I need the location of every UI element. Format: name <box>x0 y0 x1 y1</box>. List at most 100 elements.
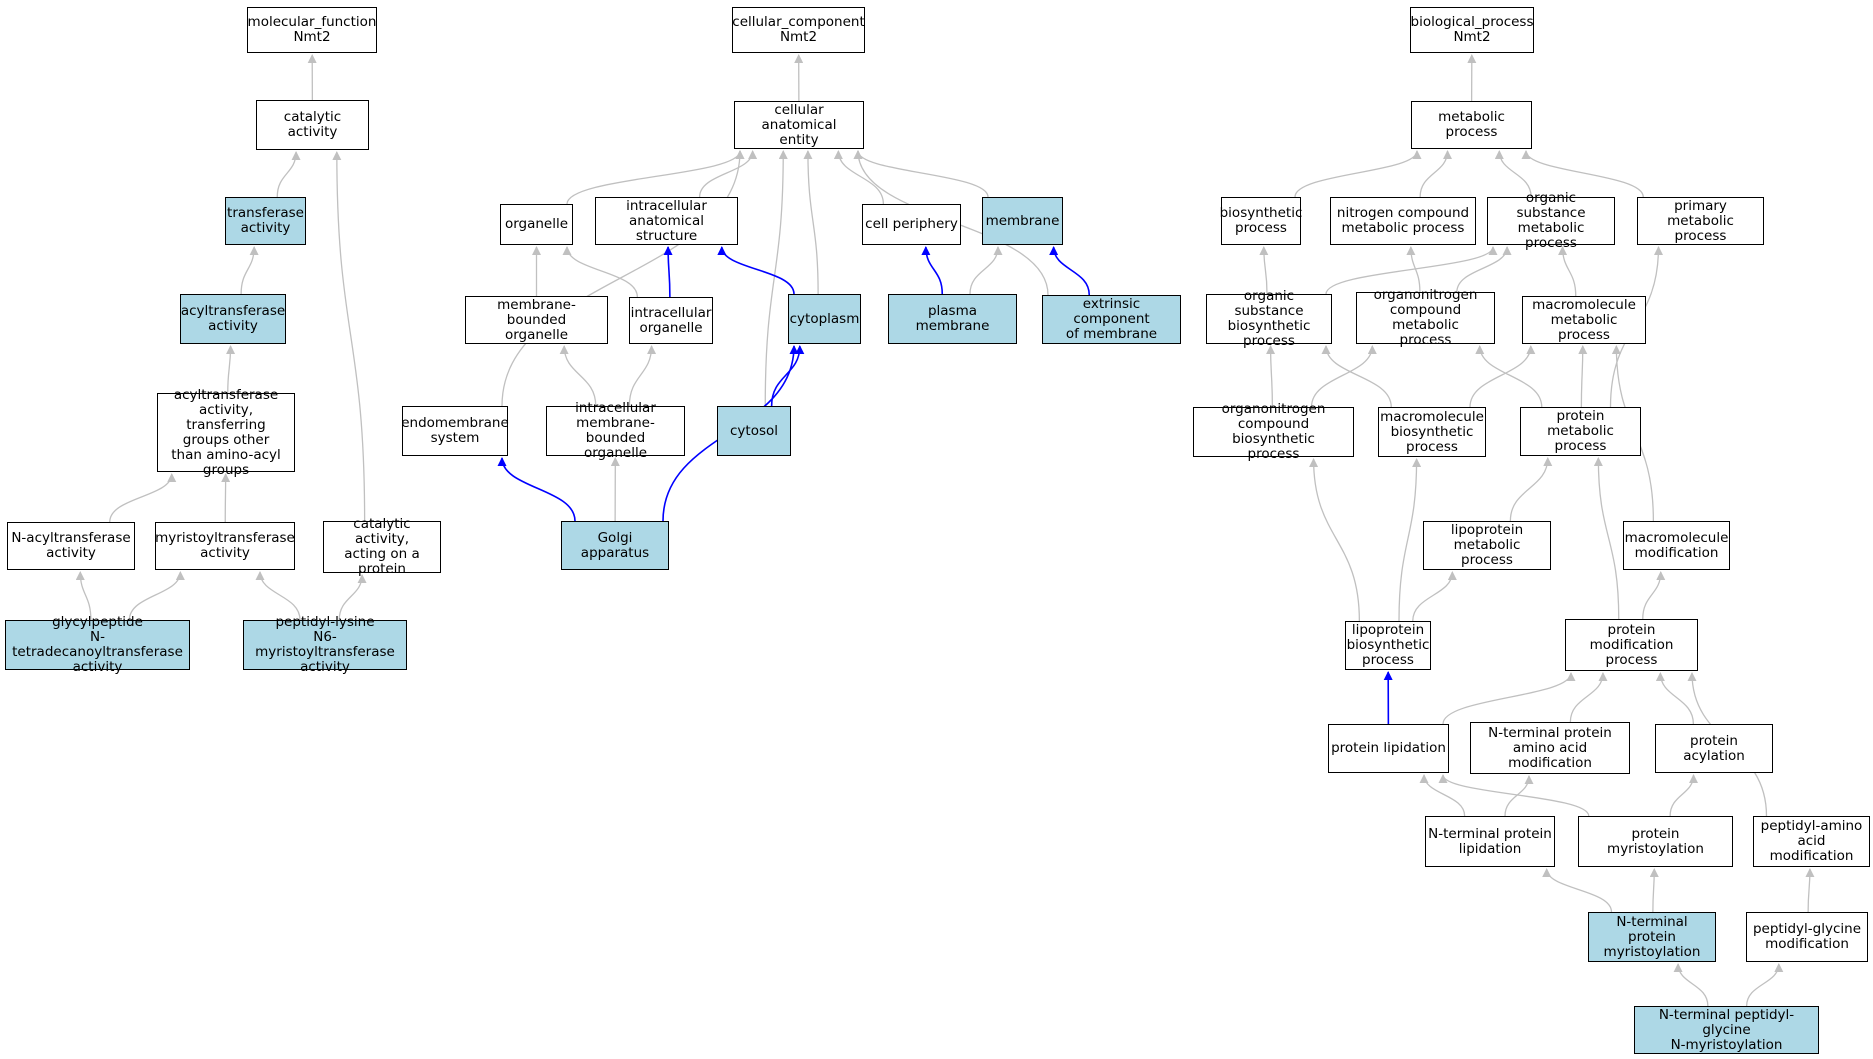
go-term-node-ntpl: N-terminal protein lipidation <box>1425 816 1555 867</box>
go-term-node-ntpgm: N-terminal peptidyl-glycine N-myristoyla… <box>1634 1006 1819 1054</box>
go-term-node-cc: cellular_component Nmt2 <box>732 7 865 53</box>
edge-ecm-to-memb <box>1049 246 1091 296</box>
go-term-node-memb: membrane <box>982 197 1063 245</box>
go-term-node-mbp: macromolecule biosynthetic process <box>1378 407 1486 457</box>
edge-pm-to-memb <box>969 246 1003 295</box>
edge-pmod-to-mmod <box>1642 571 1666 620</box>
edge-plip-to-pmod <box>1442 672 1576 725</box>
go-term-node-cyto: cytoplasm <box>788 294 861 344</box>
edge-imbo-to-io <box>628 345 657 407</box>
edge-pmyr-to-pacyl <box>1669 774 1699 817</box>
go-term-node-mf: molecular_function Nmt2 <box>247 7 377 53</box>
edge-oncbp-to-oncmp <box>1310 345 1377 408</box>
go-term-node-pacyl: protein acylation <box>1655 724 1773 773</box>
edge-oncmp-to-osmp <box>1456 246 1512 293</box>
go-term-node-bp: biological_process Nmt2 <box>1410 7 1534 53</box>
go-term-node-oncmp: organonitrogen compound metabolic proces… <box>1356 288 1495 348</box>
edge-ias-to-cae <box>698 150 758 198</box>
go-term-node-cat: catalytic activity <box>256 100 369 150</box>
edge-pmod-to-protmp <box>1593 457 1620 620</box>
edge-lbp-to-mbp <box>1398 458 1422 622</box>
edge-org-to-cae <box>566 150 745 205</box>
go-term-node-pm: plasma membrane <box>888 294 1017 344</box>
go-term-node-pgm: peptidyl-glycine modification <box>1746 912 1868 962</box>
go-term-node-protmp: protein metabolic process <box>1520 407 1641 456</box>
go-term-node-pmyr: protein myristoylation <box>1578 816 1733 867</box>
edge-nacyl-to-acylother <box>109 473 177 523</box>
go-term-node-pmod: protein modification process <box>1565 619 1698 671</box>
go-term-node-trans: transferase activity <box>225 197 306 245</box>
go-term-node-ncmp: nitrogen compound metabolic process <box>1330 197 1476 245</box>
go-term-node-mmod: macromolecule modification <box>1623 521 1730 570</box>
edge-cytosol-to-cyto <box>770 345 805 407</box>
go-term-node-pepl: peptidyl-lysine N6-myristoyltransferase … <box>243 615 407 675</box>
edge-ntpl-to-plip <box>1419 774 1466 817</box>
edge-mbp-to-mmp <box>1469 345 1536 408</box>
go-term-node-ntpm: N-terminal protein myristoylation <box>1588 912 1716 962</box>
go-term-node-acylother: acyltransferase activity, transferring g… <box>157 387 295 477</box>
go-term-node-mmp: macromolecule metabolic process <box>1522 296 1646 344</box>
go-term-node-paam: peptidyl-amino acid modification <box>1753 816 1870 867</box>
edge-pm-to-cper <box>921 246 944 295</box>
go-term-node-bios: biosynthetic process <box>1220 197 1302 245</box>
edge-ntpgm-to-pgm <box>1745 963 1784 1007</box>
edge-cper-to-cae <box>833 150 885 205</box>
edge-ntpm-to-pmyr <box>1649 868 1659 913</box>
go-term-node-oncbp: organonitrogen compound biosynthetic pro… <box>1193 402 1354 462</box>
go-term-node-cytosol: cytosol <box>717 406 791 456</box>
edge-pgm-to-paam <box>1805 868 1815 913</box>
edge-io-to-ias <box>663 246 673 298</box>
edge-acylother-to-acyl <box>226 345 236 394</box>
go-term-node-org: organelle <box>500 204 573 245</box>
go-term-node-lmp: lipoprotein metabolic process <box>1423 521 1551 570</box>
edge-osbp-to-bios <box>1259 246 1269 295</box>
edge-io-to-org <box>562 246 639 298</box>
edge-mbp-to-osbp <box>1321 345 1392 408</box>
go-term-node-cae: cellular anatomical entity <box>734 101 864 149</box>
edge-ntpgm-to-ntpm <box>1673 963 1709 1007</box>
edge-lbp-to-lmp <box>1412 571 1457 622</box>
edge-oncmp-to-ncmp <box>1406 246 1421 293</box>
go-term-node-acyl: acyltransferase activity <box>180 294 286 344</box>
edge-mmp-to-osmp <box>1558 246 1577 297</box>
edge-imbo-to-mbo <box>559 345 597 407</box>
edge-pepl-to-catprot <box>338 574 367 621</box>
go-term-node-osbp: organic substance biosynthetic process <box>1206 289 1332 349</box>
edge-osbp-to-osmp <box>1325 246 1498 295</box>
go-term-node-met: metabolic process <box>1411 101 1532 149</box>
edge-endo-to-cae <box>501 150 745 407</box>
go-term-node-imbo: intracellular membrane-bounded organelle <box>546 401 685 461</box>
edge-glyc-to-myrt <box>128 571 185 621</box>
go-term-node-golgi: Golgi apparatus <box>561 521 669 570</box>
edge-pepl-to-myrt <box>255 571 301 621</box>
edge-protmp-to-oncmp <box>1475 345 1543 408</box>
edge-oncbp-to-osbp <box>1266 345 1276 408</box>
go-term-node-nacyl: N-acyltransferase activity <box>7 522 135 570</box>
edge-pmyr-to-plip <box>1438 774 1590 817</box>
edge-bios-to-met <box>1294 150 1422 198</box>
edge-cyto-to-cae <box>803 150 819 295</box>
go-term-node-ntaam: N-terminal protein amino acid modificati… <box>1470 722 1630 774</box>
go-term-node-catprot: catalytic activity, acting on a protein <box>323 517 441 577</box>
edge-acyl-to-trans <box>240 246 259 295</box>
go-term-node-myrt: myristoyltransferase activity <box>155 522 295 570</box>
go-term-node-cper: cell periphery <box>862 204 961 245</box>
edge-pacyl-to-pmod <box>1655 672 1695 725</box>
edge-golgi-to-endo <box>497 457 576 522</box>
go-term-node-ecm: extrinsic component of membrane <box>1042 295 1181 344</box>
go-term-node-lbp: lipoprotein biosynthetic process <box>1345 621 1431 670</box>
go-term-node-io: intracellular organelle <box>629 297 713 344</box>
edge-glyc-to-nacyl <box>75 571 92 621</box>
go-term-node-pmp: primary metabolic process <box>1637 197 1764 245</box>
edge-ntaam-to-pmod <box>1569 672 1608 723</box>
edge-pmp-to-met <box>1521 150 1644 198</box>
go-term-node-mbo: membrane-bounded organelle <box>465 296 608 344</box>
edge-ntpm-to-ntpl <box>1542 868 1613 913</box>
go-term-node-endo: endomembrane system <box>401 406 509 456</box>
edge-trans-to-cat <box>276 151 301 198</box>
go-term-node-osmp: organic substance metabolic process <box>1487 191 1615 251</box>
edge-lbp-to-oncbp <box>1309 458 1361 622</box>
go-term-node-plip: protein lipidation <box>1328 724 1449 773</box>
edge-cyto-to-ias <box>717 246 795 295</box>
